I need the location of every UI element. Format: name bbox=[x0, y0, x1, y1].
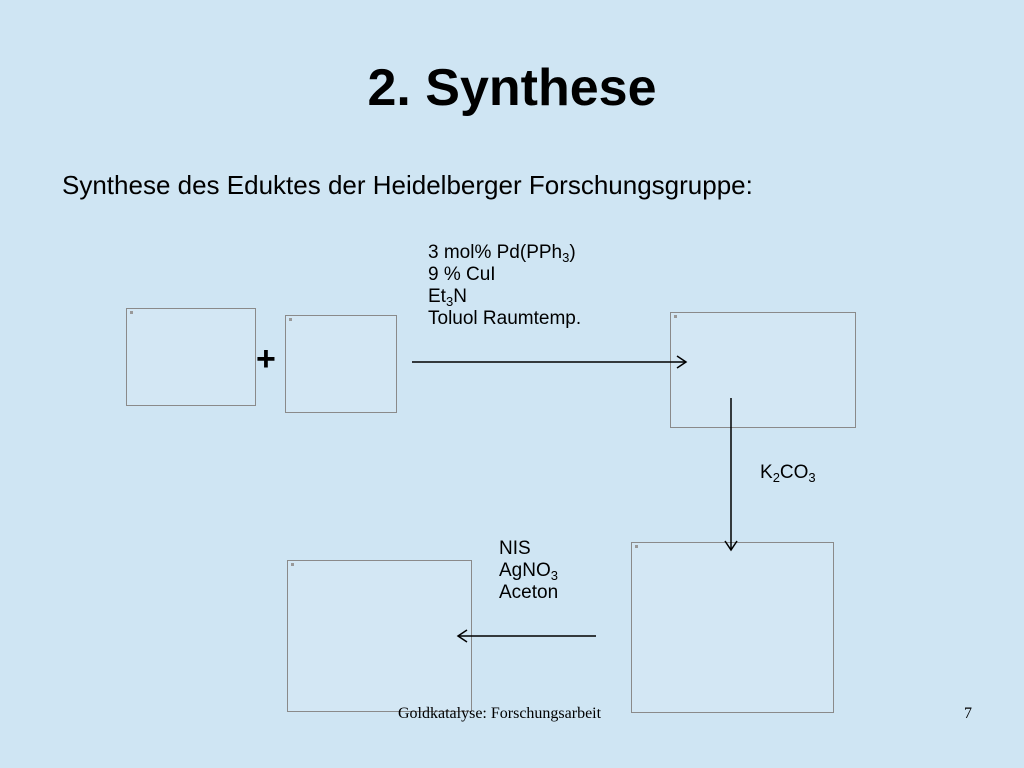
condition-text: Aceton bbox=[499, 582, 559, 603]
slide-subtitle: Synthese des Eduktes der Heidelberger Fo… bbox=[62, 170, 753, 200]
condition-line: Aceton bbox=[499, 582, 558, 604]
condition-line: Et3N bbox=[428, 286, 581, 308]
condition-subscript: 3 bbox=[550, 568, 558, 583]
intermediate-2-image-placeholder bbox=[631, 542, 834, 713]
step1-conditions: 3 mol% Pd(PPh3) 9 % CuI Et3N Toluol Raum… bbox=[428, 242, 581, 330]
condition-text: AgNO bbox=[499, 560, 551, 581]
slide-title: 2. Synthese bbox=[367, 59, 657, 117]
condition-text: 3 mol% Pd(PPh bbox=[428, 242, 563, 263]
condition-text: Toluol Raumtemp. bbox=[428, 308, 582, 329]
condition-line: Toluol Raumtemp. bbox=[428, 308, 581, 330]
arrow-left-step3 bbox=[456, 629, 596, 643]
reagent-text: K bbox=[760, 462, 773, 483]
reactant-2-image-placeholder bbox=[285, 315, 397, 413]
reagent-subscript: 3 bbox=[808, 470, 816, 485]
reagent-subscript: 2 bbox=[772, 470, 780, 485]
condition-line: 3 mol% Pd(PPh3) bbox=[428, 242, 581, 264]
condition-line: AgNO3 bbox=[499, 560, 558, 582]
reactant-1-image-placeholder bbox=[126, 308, 256, 406]
condition-line: NIS bbox=[499, 538, 558, 560]
condition-subscript: 3 bbox=[562, 250, 570, 265]
condition-text: 9 % CuI bbox=[428, 264, 496, 285]
page-number: 7 bbox=[964, 705, 972, 722]
reagent-text: CO bbox=[779, 462, 809, 483]
footer-title: Goldkatalyse: Forschungsarbeit bbox=[398, 705, 602, 722]
arrow-right-step1 bbox=[412, 355, 688, 369]
arrow-down-step2 bbox=[724, 398, 738, 552]
condition-line: 9 % CuI bbox=[428, 264, 581, 286]
step3-conditions: NIS AgNO3 Aceton bbox=[499, 538, 558, 604]
condition-text: Et bbox=[428, 286, 446, 307]
condition-text: ) bbox=[569, 242, 576, 263]
product-image-placeholder bbox=[287, 560, 472, 712]
condition-text: N bbox=[453, 286, 467, 307]
intermediate-1-image-placeholder bbox=[670, 312, 856, 428]
condition-text: NIS bbox=[499, 538, 531, 559]
plus-sign: + bbox=[256, 340, 276, 378]
condition-subscript: 3 bbox=[445, 294, 454, 309]
step2-reagent: K2CO3 bbox=[760, 462, 816, 484]
